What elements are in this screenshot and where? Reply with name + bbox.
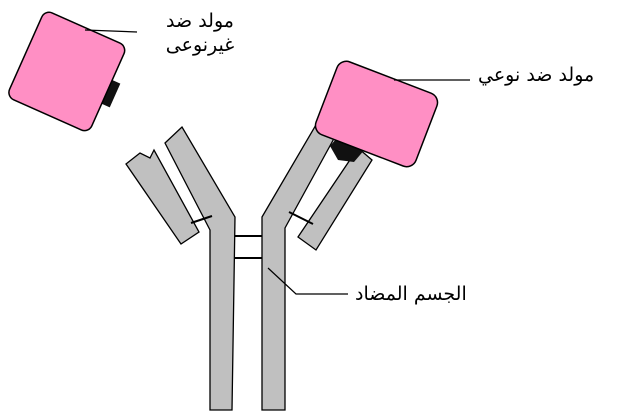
antibody-label: الجسم المضاد	[355, 283, 467, 305]
nonspecific-antigen-body	[8, 11, 126, 132]
specific-antigen-body	[314, 60, 439, 168]
nonspecific-antigen	[8, 11, 126, 132]
nonspecific-antigen-label-line2: غيرنوعى	[165, 33, 235, 56]
nonspecific-antigen-label-line1: مولد ضد	[166, 10, 234, 32]
antibody-heavy-chain-right	[261, 116, 338, 411]
antibody	[125, 116, 373, 411]
disulfide-bond-left-arm	[190, 215, 213, 224]
specific-antigen-label: مولد ضد نوعي	[478, 64, 595, 86]
disulfide-bond-right-arm	[288, 211, 314, 225]
antibody-light-chain-left	[125, 148, 200, 245]
leader-line-nonspecific	[84, 29, 138, 33]
antibody-light-chain-right	[297, 147, 373, 251]
antibody-heavy-chain-left	[164, 125, 236, 411]
nonspecific-antigen-label: مولد ضد غيرنوعى	[140, 10, 260, 58]
specific-antigen	[314, 60, 439, 168]
leader-line-antibody	[267, 267, 348, 295]
